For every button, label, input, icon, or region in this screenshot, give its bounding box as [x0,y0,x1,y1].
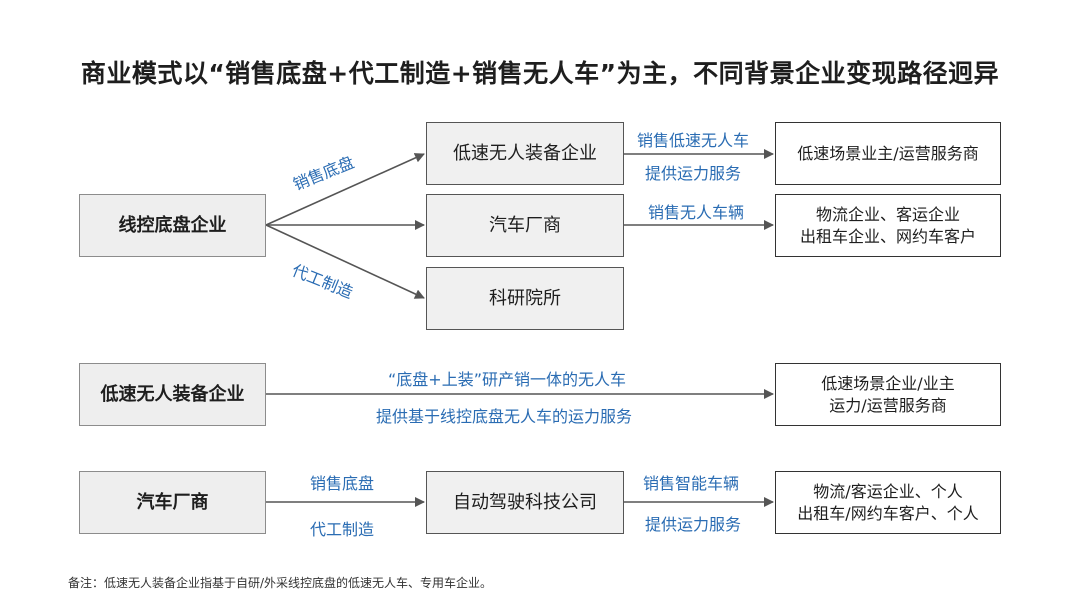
target-line: 物流/客运企业、个人 [813,481,963,501]
label-sell-smart-vehicle: 销售智能车辆 [643,474,740,493]
mid-box-autonomous-driving-company: 自动驾驶科技公司 [426,471,624,534]
source-box-chassis-company: 线控底盘企业 [79,194,266,257]
target-line: 物流企业、客运企业 [815,204,960,224]
source-box-low-speed-equipment: 低速无人装备企业 [79,363,266,426]
label-sell-chassis-row3: 销售底盘 [310,474,375,493]
page-title: 商业模式以“销售底盘+代工制造+销售无人车”为主，不同背景企业变现路径迥异 [80,59,1000,88]
target-box-logistics-transport: 物流企业、客运企业 出租车企业、网约车客户 [775,194,1001,257]
target-box-low-speed-enterprises: 低速场景企业/业主 运力/运营服务商 [775,363,1001,426]
label-sell-low-speed-vehicle: 销售低速无人车 [637,131,750,150]
label-provide-capacity-service: 提供运力服务 [645,164,742,183]
target-box-logistics-individuals: 物流/客运企业、个人 出租车/网约车客户、个人 [775,471,1001,534]
target-line: 出租车企业、网约车客户 [799,226,976,246]
source-box-automaker: 汽车厂商 [79,471,266,534]
mid-box-low-speed-equipment: 低速无人装备企业 [426,122,624,185]
label-integrated-unmanned-vehicle: “底盘+上装”研产销一体的无人车 [388,370,626,389]
mid-box-automaker: 汽车厂商 [426,194,624,257]
target-line: 出租车/网约车客户、个人 [797,503,979,523]
footnote: 备注：低速无人装备企业指基于自研/外采线控底盘的低速无人车、专用车企业。 [68,576,493,590]
mid-box-research-institute: 科研院所 [426,267,624,330]
target-line: 低速场景企业/业主 [821,373,955,393]
label-capacity-service-based-on-chassis: 提供基于线控底盘无人车的运力服务 [376,407,633,426]
label-sell-unmanned-vehicle: 销售无人车辆 [648,203,745,222]
label-provide-capacity-service-row3: 提供运力服务 [645,515,742,534]
arrow-source-to-mid-a [265,153,425,226]
target-line: 运力/运营服务商 [829,395,947,415]
label-contract-manufacturing-row3: 代工制造 [310,520,375,539]
arrow-source-to-mid-c [265,224,425,299]
target-box-low-speed-operators: 低速场景业主/运营服务商 [775,122,1001,185]
